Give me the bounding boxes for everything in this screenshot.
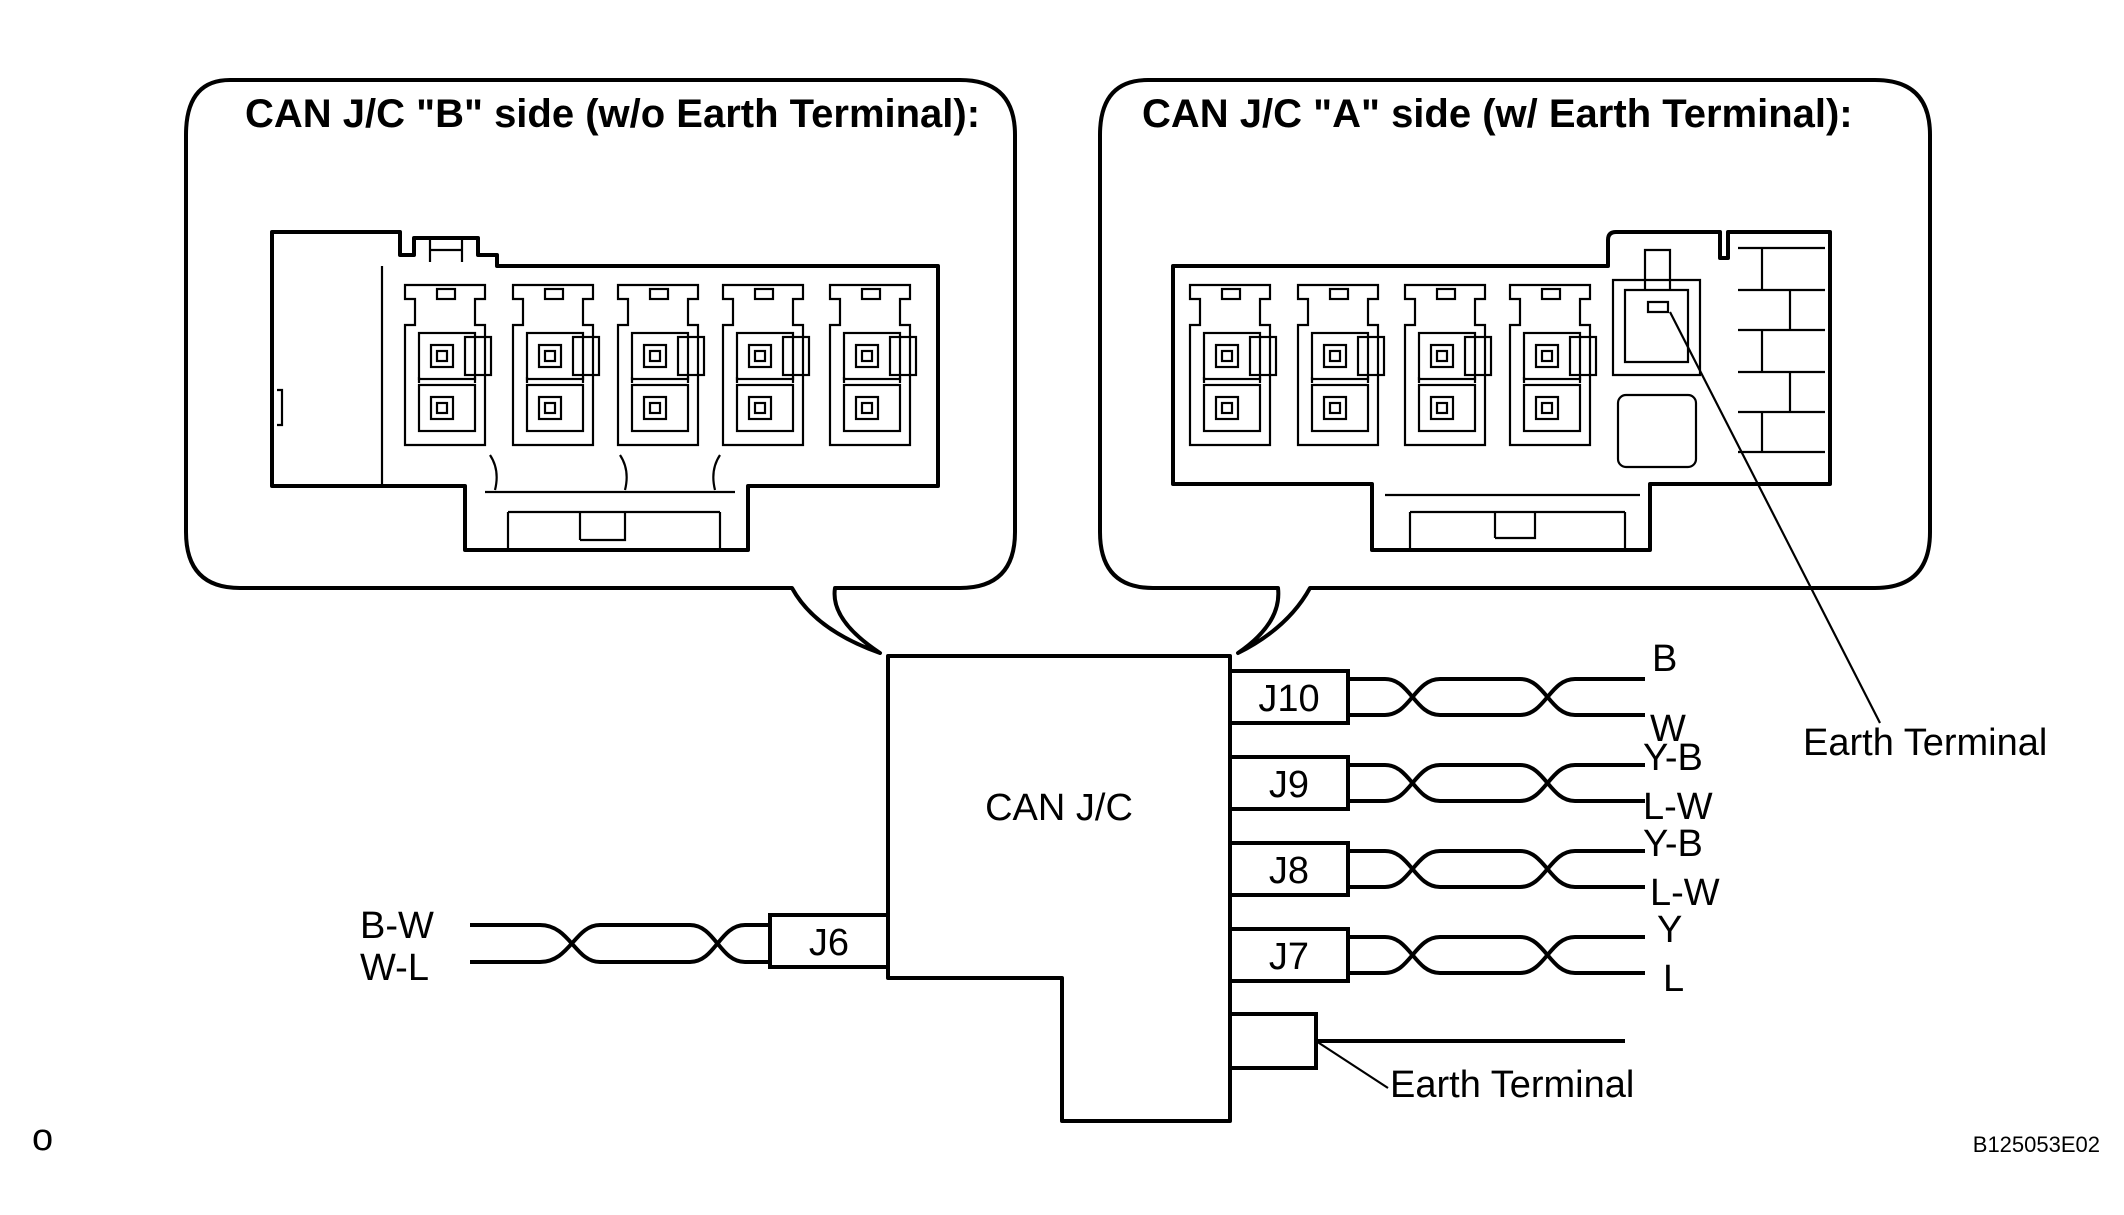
connector-j9-wire-top [1348,763,1645,803]
connector-j10-wire-top [1348,677,1645,717]
callout-a-earth-leader [1669,311,1881,724]
connector-b-drawing [270,230,940,552]
callout-a-title: CAN J/C "A" side (w/ Earth Terminal): [1142,92,1853,136]
connector-j9-wire-bottom-label: L-W [1643,786,1713,828]
connector-j10: J10 BW [1228,638,1686,750]
connector-j9: J9 Y-B L-W [1228,737,1713,828]
connector-j7-wire-bottom-label: L [1663,958,1684,1000]
can-jc-block: CAN J/C [886,654,1232,1123]
connector-j7: J7 YL [1228,909,1684,1000]
connector-j8-box [1228,841,1350,897]
connector-j10-wire-top-label: B [1652,638,1677,680]
corner-mark: o [32,1117,53,1159]
connector-j8-wire-bottom-label: L-W [1650,872,1720,914]
connector-j8: J8 Y-B L-W [1228,823,1720,914]
can-jc-label: CAN J/C [985,787,1133,829]
connector-j7-wire-top [1348,935,1645,975]
connector-j7-wire-top-label: Y [1657,909,1682,951]
connector-j7-box [1228,927,1350,983]
connector-j8-id: J8 [1269,850,1309,892]
callout-a-earth-terminal-label: Earth Terminal [1803,722,2047,764]
connector-j6-wire-bottom-label: W-L [360,947,429,989]
connector-j8-wire-top-label: Y-B [1643,823,1703,865]
connector-j6: J6 B-W W-L [360,905,890,989]
connector-j9-wire-bottom [1348,763,1645,803]
callout-a-side: CAN J/C "A" side (w/ Earth Terminal): Ea… [1098,78,2047,764]
connector-j7-id: J7 [1269,936,1309,978]
connector-j10-id: J10 [1258,678,1319,720]
callout-b-title: CAN J/C "B" side (w/o Earth Terminal): [245,92,980,136]
connector-j10-box [1228,669,1350,725]
connector-j6-wire-bottom [470,923,770,964]
callout-b-side: CAN J/C "B" side (w/o Earth Terminal): [184,78,1017,655]
connector-a-drawing [1171,230,1832,552]
callout-b-bubble [184,78,1017,655]
connector-j7-wire-bottom [1348,935,1645,975]
connector-j9-wire-top-label: Y-B [1643,737,1703,779]
connector-j9-box [1228,755,1350,811]
connector-j6-id: J6 [809,922,849,964]
earth-terminal: Earth Terminal [1228,1012,1634,1106]
callout-a-bubble [1098,78,1932,655]
earth-terminal-tab [1228,1012,1318,1070]
connector-j8-wire-bottom [1348,849,1645,889]
earth-terminal-label: Earth Terminal [1390,1064,1634,1106]
connector-j8-wire-top [1348,849,1645,889]
connector-j6-wire-top [470,923,770,964]
can-jc-body [886,654,1232,1123]
connector-j10-wire-bottom-label: W [1650,708,1686,750]
figure-code: B125053E02 [1973,1132,2100,1157]
connector-j10-wire-bottom [1348,677,1645,717]
earth-terminal-leader [1315,1040,1389,1089]
connector-j9-id: J9 [1269,764,1309,806]
connector-j6-box [768,913,890,969]
connector-j6-wire-top-label: B-W [360,905,434,947]
